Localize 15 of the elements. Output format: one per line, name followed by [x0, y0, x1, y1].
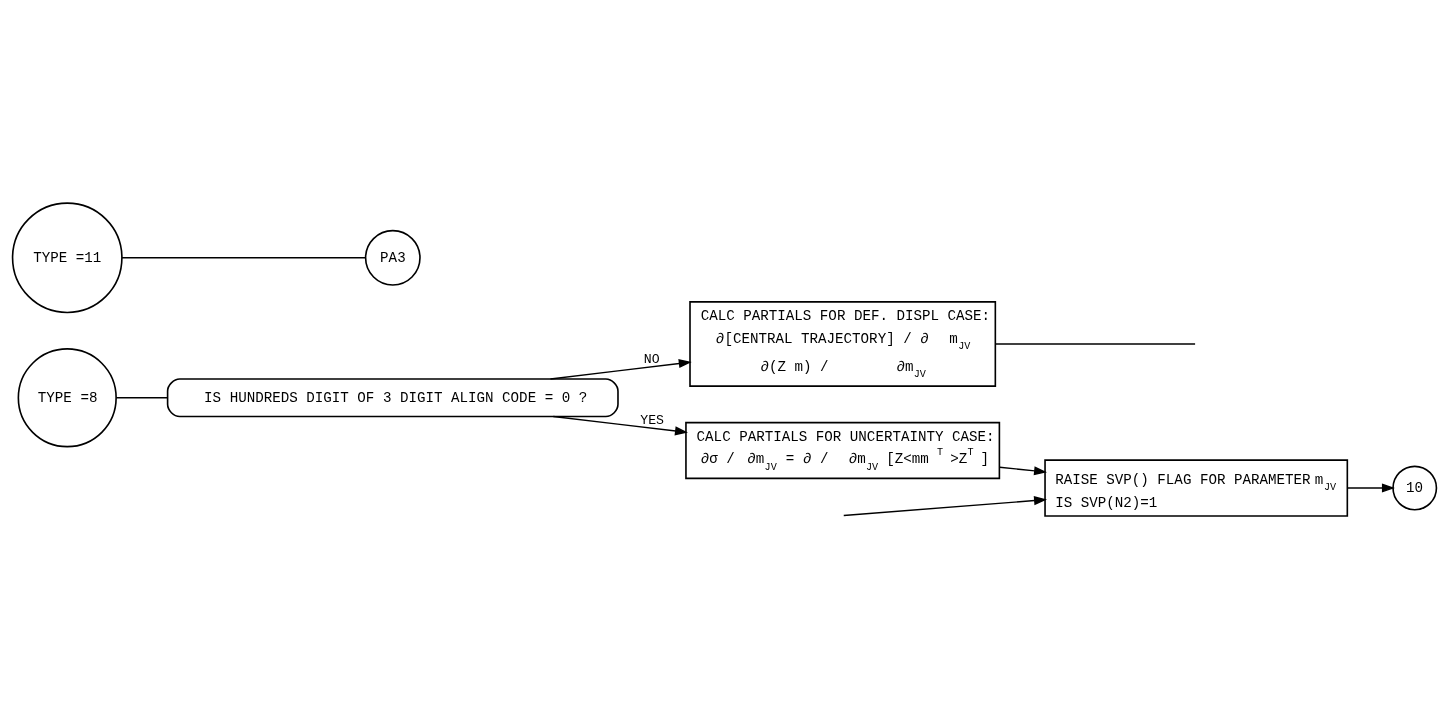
arrow	[1346, 483, 1395, 493]
edge-label: NO	[643, 351, 660, 367]
arrow	[552, 415, 688, 435]
arrow	[549, 358, 692, 380]
node-circle: TYPE =8	[17, 347, 117, 447]
node-circle: PA3	[364, 229, 421, 286]
node-circle: TYPE =11	[11, 201, 123, 313]
node-circle: 10	[1392, 465, 1438, 511]
arrow	[843, 495, 1048, 516]
connector	[121, 256, 367, 258]
node-box: IS HUNDREDS DIGIT OF 3 DIGIT ALIGN CODE = 0 ?	[166, 377, 619, 417]
connector	[994, 342, 1196, 345]
connector	[115, 396, 169, 398]
edge-label: YES	[640, 412, 665, 428]
arrow	[998, 465, 1048, 475]
